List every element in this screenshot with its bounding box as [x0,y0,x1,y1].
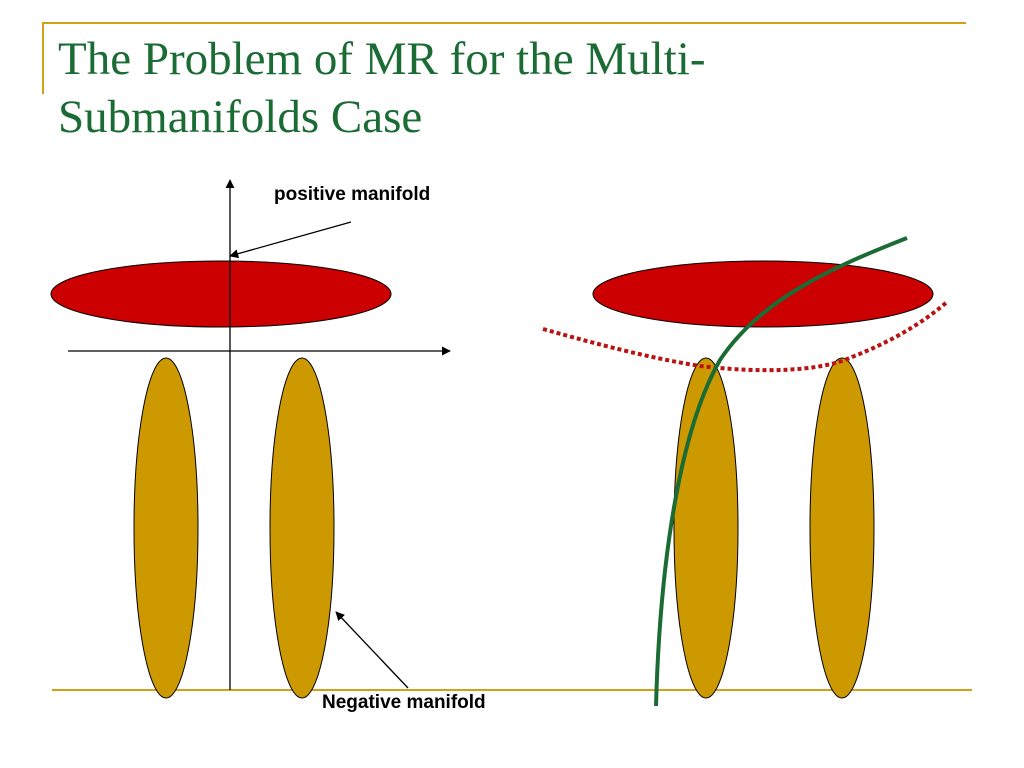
negative-manifold-pointer [335,611,409,689]
negative-manifold-label: Negative manifold [322,692,486,713]
negative-manifold-ellipse [133,357,199,699]
positive-manifold-pointer [229,221,352,259]
negative-manifold-ellipse [809,357,875,699]
positive-manifold-ellipse [592,260,934,328]
title-accent-bar [42,22,44,94]
negative-manifold-ellipse [269,357,335,699]
slide-title: The Problem of MR for the Multi-Submanif… [58,33,706,143]
positive-manifold-ellipse [50,260,392,328]
positive-manifold-label: positive manifold [274,184,431,205]
dotted-decision-curve [542,300,949,373]
right-panel [542,236,949,707]
negative-manifold-ellipse [673,357,739,699]
left-panel [50,179,451,699]
green-decision-curve [654,236,908,707]
title-accent-line [42,22,966,24]
